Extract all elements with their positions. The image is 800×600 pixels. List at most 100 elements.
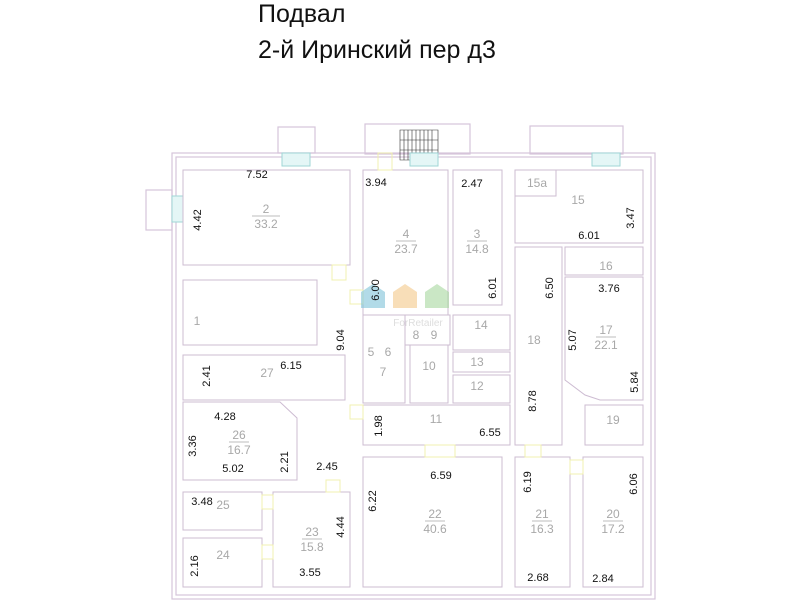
dimension: 2.16	[189, 555, 201, 576]
room-number: 3	[474, 227, 481, 241]
dimension: 6.19	[522, 471, 534, 492]
room-number: 15a	[527, 176, 547, 190]
plan-title: Подвал	[258, 0, 346, 28]
dimension: 5.84	[629, 371, 641, 392]
room-18	[514, 246, 563, 446]
room-10	[409, 344, 449, 404]
dimension: 6.06	[628, 473, 640, 494]
dimension: 3.55	[299, 567, 320, 579]
room-number: 7	[380, 365, 387, 379]
room-number: 12	[470, 379, 484, 393]
dimensions: 7.52 4.42 3.94 6.00 2.47 6.01 6.01 3.47 …	[187, 169, 641, 585]
dimension: 6.01	[487, 277, 499, 298]
room-8-9	[404, 314, 451, 346]
dimension: 3.94	[365, 177, 386, 189]
room-number: 9	[431, 328, 438, 342]
room-area: 15.8	[300, 540, 324, 554]
room-15a	[514, 169, 557, 197]
room-area: 33.2	[254, 217, 278, 231]
rooms	[182, 169, 644, 588]
room-number: 13	[470, 355, 484, 369]
room-number: 20	[606, 507, 620, 521]
dimension: 4.28	[214, 411, 235, 423]
room-number: 4	[403, 227, 410, 241]
room-number: 22	[428, 507, 442, 521]
dimension: 5.07	[567, 329, 579, 350]
dimension: 6.00	[370, 279, 382, 300]
dimension: 2.21	[279, 451, 291, 472]
room-25	[182, 491, 263, 531]
room-26	[182, 401, 298, 481]
room-area: 16.7	[227, 443, 251, 457]
area-underlines	[229, 215, 623, 540]
room-labels: 2 33.2 4 23.7 3 14.8 15a 15 16 17 22.1 1…	[194, 176, 625, 562]
room-number: 26	[232, 428, 246, 442]
room-20	[582, 456, 644, 588]
room-area: 16.3	[530, 522, 554, 536]
plan-address: 2-й Иринский пер д3	[258, 36, 496, 64]
room-27	[182, 354, 346, 401]
dimension: 1.98	[373, 415, 385, 436]
room-19	[584, 404, 644, 446]
dimension: 6.15	[280, 360, 301, 372]
watermark-logo: ForRetailer	[361, 284, 449, 329]
room-number: 27	[260, 366, 274, 380]
dimension: 2.45	[316, 461, 337, 473]
dimension: 9.04	[335, 329, 347, 350]
dimension: 3.76	[598, 283, 619, 295]
windows	[171, 152, 621, 223]
dimension: 2.47	[461, 178, 482, 190]
room-number: 19	[606, 413, 620, 427]
room-3	[452, 169, 503, 306]
room-22	[362, 456, 503, 588]
doors	[261, 152, 584, 560]
dimension: 2.84	[592, 573, 613, 585]
room-area: 17.2	[601, 522, 625, 536]
dimension: 2.41	[201, 365, 213, 386]
room-number: 2	[263, 202, 270, 216]
room-area: 14.8	[465, 242, 489, 256]
room-number: 11	[430, 412, 443, 426]
room-11	[362, 404, 511, 446]
dimension: 3.48	[191, 496, 212, 508]
room-number: 8	[413, 328, 420, 342]
dimension: 5.02	[222, 463, 243, 475]
room-13	[452, 351, 511, 373]
room-number: 6	[385, 345, 392, 359]
dimension: 6.59	[430, 470, 451, 482]
room-number: 18	[527, 333, 541, 347]
room-number: 15	[571, 193, 585, 207]
room-number: 25	[216, 498, 230, 512]
dimension: 4.44	[335, 516, 347, 537]
room-number: 17	[599, 323, 613, 337]
dimension: 3.47	[625, 207, 637, 228]
dimension: 8.78	[527, 390, 539, 411]
dimension: 6.22	[367, 490, 379, 511]
room-17	[564, 276, 644, 401]
room-21	[514, 456, 571, 588]
room-5-6-7	[362, 314, 406, 404]
watermark-text: ForRetailer	[393, 318, 443, 329]
room-14	[452, 314, 511, 351]
dimension: 7.52	[246, 169, 267, 181]
room-number: 23	[305, 525, 319, 539]
room-12	[452, 374, 511, 404]
dimension: 6.55	[479, 427, 500, 439]
dimension: 3.36	[187, 435, 199, 456]
room-number: 5	[368, 345, 375, 359]
dimension: 4.42	[192, 209, 204, 230]
room-area: 22.1	[594, 338, 618, 352]
room-16	[564, 246, 644, 276]
room-area: 40.6	[423, 522, 447, 536]
room-number: 10	[422, 359, 436, 373]
room-2	[182, 169, 351, 266]
room-23	[272, 491, 351, 588]
room-24	[182, 537, 263, 588]
room-number: 1	[194, 314, 201, 328]
room-1	[182, 279, 318, 346]
room-number: 16	[599, 259, 613, 273]
dimension: 6.01	[578, 230, 599, 242]
dimension: 6.50	[544, 277, 556, 298]
dimension: 2.68	[527, 572, 548, 584]
